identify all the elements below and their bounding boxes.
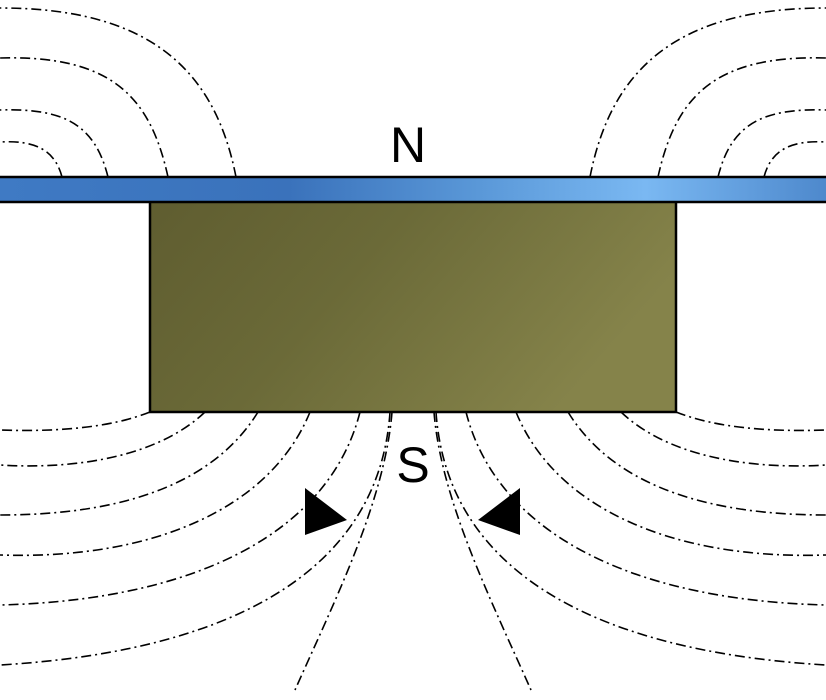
- field-line: [0, 109, 109, 178]
- field-line: [433, 411, 532, 691]
- field-line: [0, 411, 311, 557]
- field-line: [0, 411, 391, 666]
- field-line: [567, 411, 826, 516]
- field-line: [0, 140, 63, 178]
- magnet-body: [148, 198, 678, 414]
- field-line: [620, 411, 826, 467]
- south-pole-label: S: [396, 437, 429, 493]
- field-line: [435, 411, 826, 666]
- field-line: [0, 411, 361, 606]
- north-pole-label: N: [390, 117, 426, 173]
- field-lines-bottom-right: [433, 411, 826, 691]
- field-lines-top-right: [589, 7, 826, 178]
- field-line: [0, 57, 169, 178]
- field-line: [675, 411, 826, 432]
- field-lines-top-left: [0, 7, 237, 178]
- north-plate: [0, 175, 826, 204]
- field-line: [0, 411, 206, 467]
- arrow-left-icon: [478, 488, 520, 535]
- field-line: [717, 109, 826, 178]
- field-line: [515, 411, 826, 557]
- field-line: [0, 7, 237, 178]
- field-line: [294, 411, 393, 691]
- field-line: [0, 411, 151, 432]
- field-line: [657, 57, 826, 178]
- field-line: [0, 411, 259, 516]
- field-line: [589, 7, 826, 178]
- field-line: [763, 140, 826, 178]
- field-line: [465, 411, 826, 606]
- field-lines-bottom-left: [0, 411, 393, 691]
- arrow-right-icon: [305, 488, 347, 535]
